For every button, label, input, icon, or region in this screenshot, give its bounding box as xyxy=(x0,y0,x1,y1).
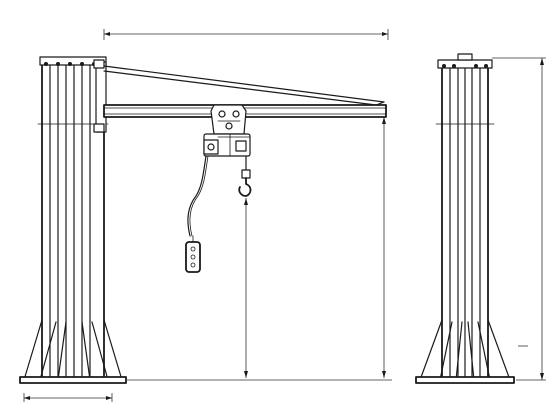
hook-icon xyxy=(238,155,252,197)
pivot-bracket xyxy=(93,59,107,133)
mast-base-gussets xyxy=(19,319,127,384)
side-base-gussets xyxy=(415,319,515,384)
mast-column xyxy=(37,61,109,381)
pendant-control xyxy=(185,155,209,273)
front-view xyxy=(19,29,392,402)
trolley-hoist xyxy=(203,104,251,157)
side-view xyxy=(415,53,546,384)
dimension-lines-side xyxy=(492,57,546,381)
dimension-lines-front xyxy=(23,29,392,402)
side-mast-top-plate xyxy=(437,53,493,69)
side-mast-column xyxy=(435,63,495,381)
